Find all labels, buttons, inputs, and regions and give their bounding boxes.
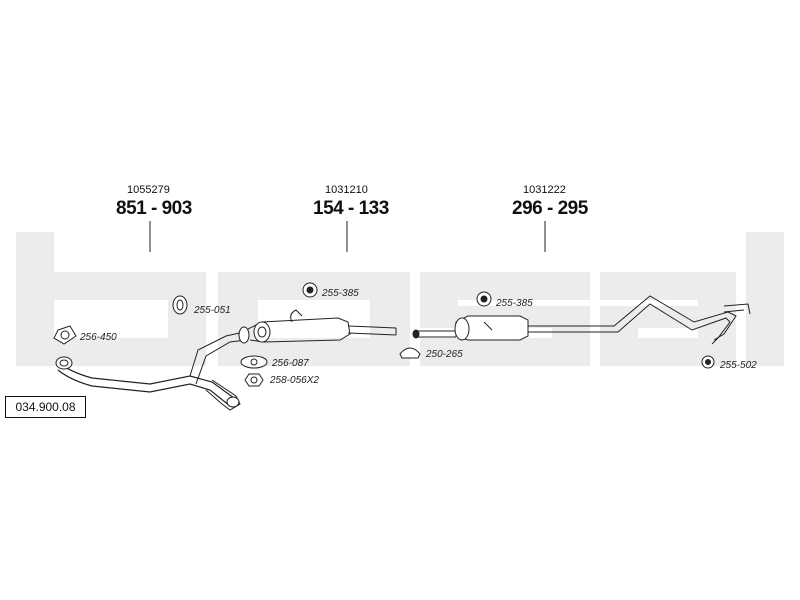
part-number-rear-silencer[interactable]: 296 - 295 [512,198,588,219]
oe-number-middle-silencer: 1031210 [325,184,368,196]
front-pipe-drawing [55,331,247,411]
clamp-255-051-drawing [172,295,188,315]
hanger-255-385-a-drawing [302,282,318,298]
fitting-label-250-265[interactable]: 250-265 [426,349,463,360]
fitting-label-258-056x2[interactable]: 258-056X2 [270,375,319,386]
middle-silencer-drawing [238,309,397,344]
nut-258-056-drawing [244,373,264,387]
clamp-250-265-drawing [399,347,421,359]
gasket-256-450-drawing [53,325,77,345]
part-number-middle-silencer[interactable]: 154 - 133 [313,198,389,219]
fitting-label-255-385-a[interactable]: 255-385 [322,288,359,299]
fitting-label-255-051[interactable]: 255-051 [194,305,231,316]
reference-number-box: 034.900.08 [5,396,86,418]
gasket-256-087-drawing [240,355,268,369]
rear-silencer-drawing [412,295,751,345]
part-number-front-pipe[interactable]: 851 - 903 [116,198,192,219]
fitting-label-255-502[interactable]: 255-502 [720,360,757,371]
fitting-label-256-450[interactable]: 256-450 [80,332,117,343]
oe-number-front-pipe: 1055279 [127,184,170,196]
fitting-label-256-087[interactable]: 256-087 [272,358,309,369]
hanger-255-502-drawing [701,355,715,369]
hanger-255-385-b-drawing [476,291,492,307]
fitting-label-255-385-b[interactable]: 255-385 [496,298,533,309]
oe-number-rear-silencer: 1031222 [523,184,566,196]
